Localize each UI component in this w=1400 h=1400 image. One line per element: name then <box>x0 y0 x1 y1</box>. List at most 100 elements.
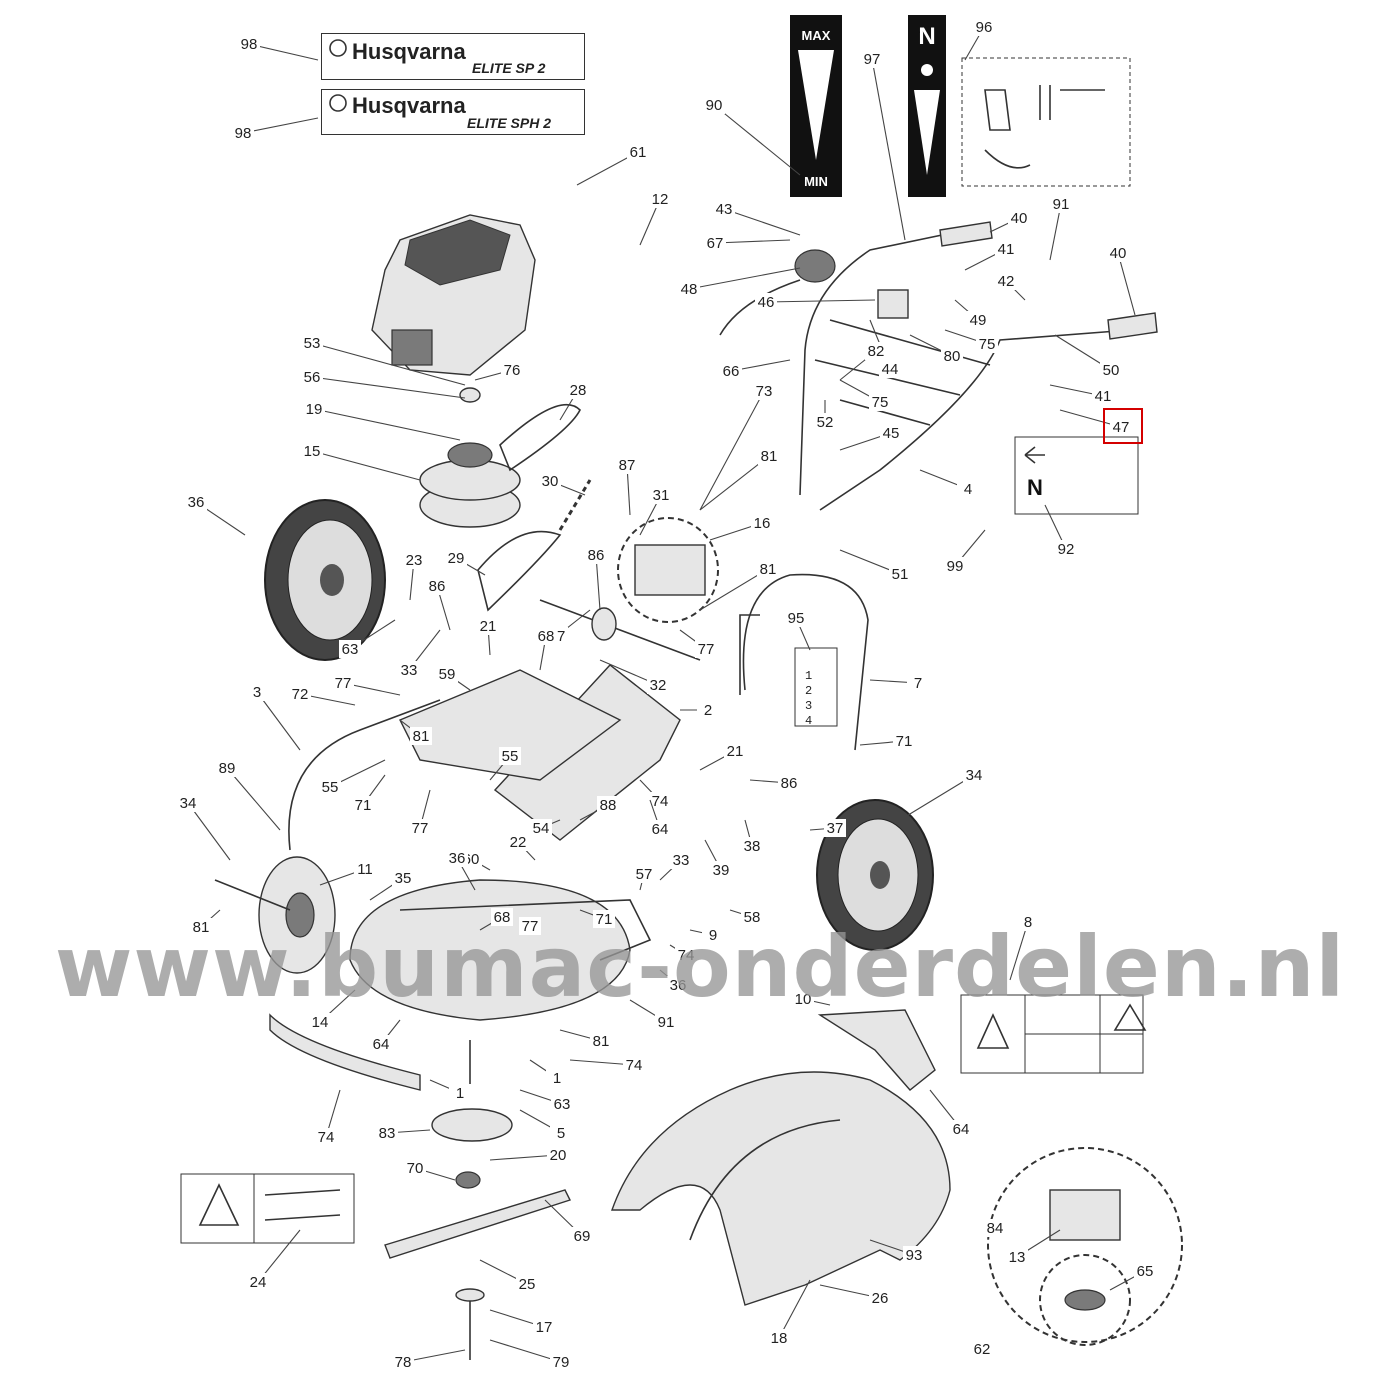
callout-label-background <box>539 472 561 490</box>
warning-decal <box>960 994 1147 1074</box>
gear-wheel <box>591 607 617 641</box>
part-number-label-54: 54 <box>533 820 550 837</box>
pulley-assembly <box>419 387 521 528</box>
drive-belt <box>477 530 562 612</box>
callout-label-background <box>814 413 836 431</box>
warning-triangle-icon <box>976 1013 1010 1049</box>
part-number-label-70: 70 <box>407 1160 424 1177</box>
callout-label-background <box>941 347 963 365</box>
callout-label-background <box>309 1013 331 1031</box>
callout-leader-line <box>313 408 461 441</box>
handle-grip-right <box>1107 312 1158 340</box>
callout-label-background <box>710 861 732 879</box>
callout-label-background <box>889 565 911 583</box>
part-number-label-84: 84 <box>987 1220 1004 1237</box>
part-number-label-14: 14 <box>312 1014 329 1031</box>
part-number-label-31: 31 <box>653 487 670 504</box>
part-number-label-5: 5 <box>557 1125 565 1142</box>
callout-leader-line <box>489 1154 559 1161</box>
callout-label-background <box>1008 209 1030 227</box>
part-number-label-74: 74 <box>652 793 669 810</box>
part-number-label-92: 92 <box>1058 541 1075 558</box>
callout-label-background <box>546 1069 568 1087</box>
part-number-label-21: 21 <box>727 743 744 760</box>
drive-decal: N <box>908 15 946 197</box>
callout-leader-line <box>778 1279 811 1339</box>
callout-label-background <box>216 759 238 777</box>
callout-label-background <box>571 1227 593 1245</box>
height-3-label: 3 <box>805 699 812 713</box>
callout-label-background <box>973 18 995 36</box>
rear-axle <box>539 599 701 661</box>
part-number-label-36: 36 <box>449 850 466 867</box>
callout-label-background <box>533 1318 555 1336</box>
callout-label-background <box>907 674 929 692</box>
callout-label-background <box>697 701 719 719</box>
part-number-label-12: 12 <box>652 191 669 208</box>
callout-label-background <box>597 796 619 814</box>
gearbox <box>634 544 706 596</box>
part-number-label-24: 24 <box>250 1274 267 1291</box>
coupling <box>1064 1289 1106 1311</box>
part-number-label-90: 90 <box>706 97 723 114</box>
callout-label-background <box>567 381 589 399</box>
engine-body <box>371 214 536 376</box>
callout-label-background <box>695 640 717 658</box>
callout-leader-line <box>311 376 466 399</box>
callout-label-background <box>190 918 212 936</box>
part-number-label-69: 69 <box>574 1228 591 1245</box>
throttle-lever <box>719 249 836 336</box>
callout-label-background <box>751 514 773 532</box>
mower-deck <box>349 879 652 1021</box>
part-number-label-80: 80 <box>944 348 961 365</box>
callout-label-background <box>713 200 735 218</box>
throttle-decal: MAX MIN <box>790 15 842 197</box>
part-number-label-74: 74 <box>678 947 695 964</box>
arrow-icon <box>921 64 933 76</box>
front-bumper <box>269 1013 421 1091</box>
brand-label-elite-sph2: Husqvarna ELITE SPH 2 <box>321 89 585 135</box>
callout-leader-line <box>595 554 601 611</box>
callout-label-background <box>1110 418 1132 436</box>
callout-label-background <box>185 493 207 511</box>
callout-leader-line <box>699 568 769 611</box>
callout-label-background <box>352 796 374 814</box>
part-number-label-68: 68 <box>494 909 511 926</box>
callout-label-background <box>984 1219 1006 1237</box>
watermark-text: www.bumac-onderdelen.nl <box>54 918 1346 1016</box>
callout-label-background <box>315 1128 337 1146</box>
part-number-label-75: 75 <box>872 394 889 411</box>
callout-label-background <box>741 837 763 855</box>
part-number-label-81: 81 <box>761 448 778 465</box>
part-number-label-45: 45 <box>883 425 900 442</box>
part-number-label-82: 82 <box>868 343 885 360</box>
part-number-label-15: 15 <box>304 443 321 460</box>
callout-label-background <box>976 335 998 353</box>
callout-label-background <box>1017 913 1039 931</box>
callout-label-background <box>1092 387 1114 405</box>
callout-label-background <box>1134 1262 1156 1280</box>
part-number-label-4: 4 <box>964 481 972 498</box>
callout-label-background <box>445 549 467 567</box>
callout-label-background <box>339 640 361 658</box>
part-number-label-71: 71 <box>355 797 372 814</box>
warning-triangle-icon <box>1113 1003 1147 1031</box>
part-number-label-49: 49 <box>970 312 987 329</box>
part-number-label-89: 89 <box>219 760 236 777</box>
part-number-label-35: 35 <box>395 870 412 887</box>
callout-label-background <box>893 732 915 750</box>
part-number-label-75: 75 <box>979 336 996 353</box>
part-number-label-86: 86 <box>781 775 798 792</box>
callout-label-background <box>392 1353 414 1371</box>
part-number-label-99: 99 <box>947 558 964 575</box>
callout-label-background <box>678 280 700 298</box>
callout-label-background <box>670 851 692 869</box>
callout-label-background <box>869 393 891 411</box>
part-number-label-33: 33 <box>673 852 690 869</box>
callout-label-background <box>758 447 780 465</box>
callout-label-background <box>869 1289 891 1307</box>
part-number-label-43: 43 <box>716 201 733 218</box>
part-number-label-91: 91 <box>658 1014 675 1031</box>
callout-label-background <box>704 234 726 252</box>
callout-label-background <box>792 990 814 1008</box>
